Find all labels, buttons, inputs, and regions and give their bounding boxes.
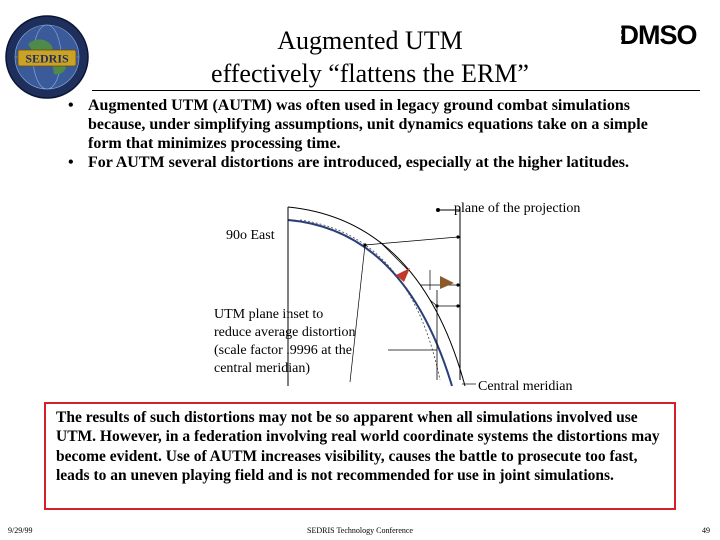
label-90-east: 90o East: [226, 228, 275, 243]
label-utm-inset-line: central meridian): [214, 361, 311, 376]
distortion-arrow-brown: [440, 276, 454, 289]
conclusion-text: The results of such distortions may not …: [56, 409, 660, 485]
sedris-logo: SEDRIS: [5, 15, 89, 99]
title-line-1: Augmented UTM: [277, 26, 463, 55]
dmso-logo: DMSO: [604, 20, 712, 48]
footer-conference: SEDRIS Technology Conference: [307, 526, 413, 535]
label-utm-inset-line: (scale factor .9996 at the: [214, 343, 352, 358]
label-utm-inset-line: UTM plane inset to: [214, 307, 324, 322]
label-central-meridian: Central meridian: [478, 379, 573, 394]
title-line-2: effectively “flattens the ERM”: [211, 59, 529, 88]
bullet-icon: •: [68, 97, 74, 114]
logo-left-text: SEDRIS: [25, 52, 69, 66]
bullet-text: For AUTM several distortions are introdu…: [88, 154, 630, 171]
projection-diagram: plane of the projection 90o East UTM pla…: [0, 190, 720, 400]
slide-title: Augmented UTM effectively “flattens the …: [150, 24, 590, 90]
bullet-icon: •: [68, 154, 74, 171]
distortion-arrow-red: [396, 268, 410, 282]
projection-diagram-drawing: [287, 206, 476, 387]
conclusion-callout: The results of such distortions may not …: [44, 402, 676, 510]
footer-page-number: 49: [702, 526, 710, 535]
logo-right-text: DMSO: [620, 20, 697, 48]
title-divider: [92, 90, 700, 91]
bullet-list: • Augmented UTM (AUTM) was often used in…: [66, 96, 666, 172]
label-plane-of-projection: plane of the projection: [454, 201, 581, 216]
footer-date: 9/29/99: [8, 526, 33, 535]
label-utm-inset-line: reduce average distortion: [214, 325, 356, 340]
bullet-item: • Augmented UTM (AUTM) was often used in…: [66, 96, 666, 153]
bullet-text: Augmented UTM (AUTM) was often used in l…: [88, 97, 648, 152]
bullet-item: • For AUTM several distortions are intro…: [66, 153, 666, 172]
label-utm-inset: UTM plane inset to reduce average distor…: [214, 306, 356, 378]
